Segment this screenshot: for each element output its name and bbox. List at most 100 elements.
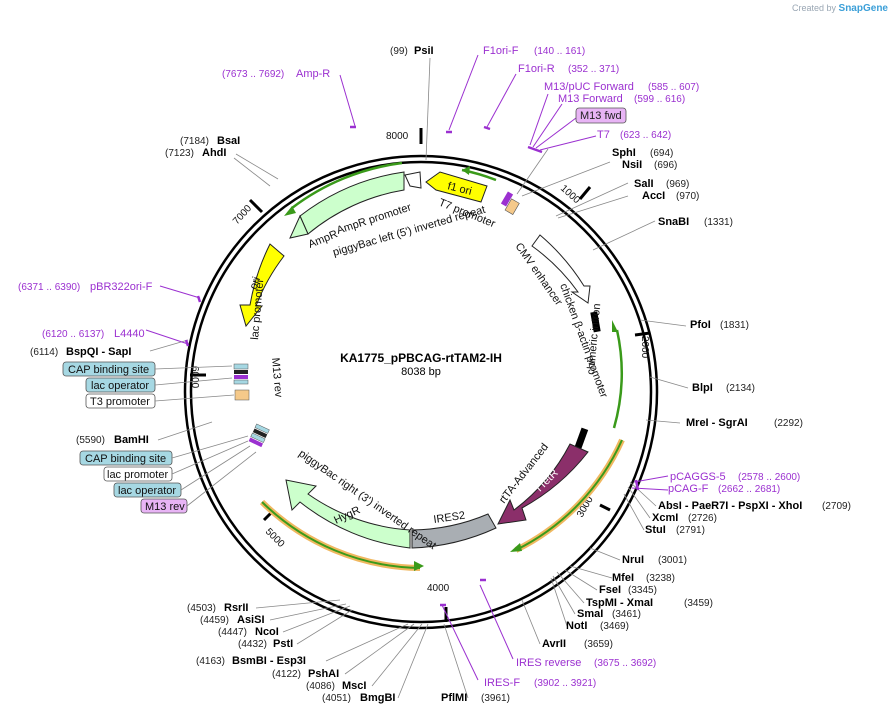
intron-arrowhead bbox=[612, 320, 618, 332]
enzyme-pos: (2726) bbox=[688, 513, 717, 524]
enzyme-name: PstI bbox=[273, 638, 293, 650]
enzyme-name: AhdI bbox=[202, 147, 226, 159]
tick-2000: 2000 bbox=[639, 336, 650, 359]
enzyme-name: StuI bbox=[645, 524, 666, 536]
enzyme-pos: (3345) bbox=[628, 585, 657, 596]
primer-name: M13 fwd bbox=[580, 110, 622, 122]
hygr-orf-line bbox=[261, 501, 421, 569]
ampr-promoter-arrow[interactable] bbox=[404, 171, 422, 189]
rtta-arrow[interactable] bbox=[497, 443, 589, 525]
enzyme-pos: (4086) bbox=[306, 681, 335, 692]
primer-name: IRES reverse bbox=[516, 657, 581, 669]
enzyme-name: BamHI bbox=[114, 434, 149, 446]
enzyme-pos: (696) bbox=[654, 160, 677, 171]
enzyme-name: BspQI - SapI bbox=[66, 346, 131, 358]
enzyme-pos: (1831) bbox=[720, 320, 749, 331]
enzyme-name: MfeI bbox=[612, 572, 634, 584]
enzyme-pos: (694) bbox=[650, 148, 673, 159]
ires2-label: IRES2 bbox=[433, 510, 466, 526]
tick-8000: 8000 bbox=[386, 131, 409, 142]
enzyme-pos: (4447) bbox=[218, 627, 247, 638]
ampr-orf-line bbox=[291, 161, 403, 209]
tick-4000: 4000 bbox=[427, 583, 450, 594]
enzyme-name: PsiI bbox=[414, 45, 434, 57]
enzyme-pos: (7123) bbox=[165, 148, 194, 159]
ori-label: ori bbox=[248, 275, 263, 291]
enzyme-labels: (99) PsiI SphI (694) NsiI (696) SalI (96… bbox=[30, 45, 851, 704]
ori-arrow[interactable] bbox=[239, 243, 285, 328]
enzyme-name: BlpI bbox=[692, 382, 713, 394]
m13-rev-label: M13 rev bbox=[269, 357, 284, 398]
primer-name: IRES-F bbox=[484, 677, 520, 689]
tick-7000: 7000 bbox=[231, 203, 254, 227]
enzyme-name: MreI - SgrAI bbox=[686, 417, 748, 429]
enzyme-name: PshAI bbox=[308, 668, 339, 680]
enzyme-pos: (2709) bbox=[822, 501, 851, 512]
primer-range: (6120 .. 6137) bbox=[42, 329, 104, 340]
primer-range: (2662 .. 2681) bbox=[718, 484, 780, 495]
enzyme-pos: (2292) bbox=[774, 418, 803, 429]
primer-range: (3675 .. 3692) bbox=[594, 658, 656, 669]
rtta-label: rtTA-Advanced bbox=[497, 441, 551, 506]
boxed-label: M13 rev bbox=[145, 501, 185, 513]
enzyme-name: MscI bbox=[342, 680, 366, 692]
boxed-label: CAP binding site bbox=[85, 453, 166, 465]
intron-end-bar bbox=[574, 427, 589, 449]
primer-name: Amp-R bbox=[296, 68, 330, 80]
primer-labels: F1ori-F (140 .. 161) F1ori-R (352 .. 371… bbox=[18, 45, 800, 689]
plasmid-length: 8038 bp bbox=[401, 366, 441, 378]
f1-ori-label: f1 ori bbox=[446, 180, 473, 198]
hygr-orf-arrowhead bbox=[414, 561, 424, 571]
left-lower-feature-stack bbox=[248, 423, 270, 448]
snapgene-watermark: Created by SnapGene bbox=[792, 3, 888, 14]
m13-fwd-site bbox=[500, 191, 514, 207]
enzyme-pos: (4432) bbox=[238, 639, 267, 650]
primer-name: pCAGGS-5 bbox=[670, 471, 726, 483]
boxed-label: lac operator bbox=[118, 485, 176, 497]
enzyme-name: AvrII bbox=[542, 638, 566, 650]
intron-line bbox=[612, 329, 623, 429]
enzyme-name: NsiI bbox=[622, 159, 642, 171]
enzyme-pos: (3461) bbox=[612, 609, 641, 620]
enzyme-pos: (3961) bbox=[481, 693, 510, 704]
plasmid-title: KA1775_pPBCAG-rtTAM2-IH bbox=[340, 351, 502, 365]
primer-range: (3902 .. 3921) bbox=[534, 678, 596, 689]
primer-name: F1ori-F bbox=[483, 45, 519, 57]
f1-ori-arrow[interactable] bbox=[425, 171, 488, 203]
enzyme-name: AbsI - PaeR7I - PspXI - XhoI bbox=[658, 500, 802, 512]
boxed-label: lac operator bbox=[91, 380, 149, 392]
primer-range: (599 .. 616) bbox=[634, 94, 685, 105]
primer-name: L4440 bbox=[114, 328, 145, 340]
primer-name: M13 Forward bbox=[558, 93, 623, 105]
enzyme-pos: (4459) bbox=[200, 615, 229, 626]
primer-name: T7 bbox=[597, 129, 610, 141]
primer-range: (352 .. 371) bbox=[568, 64, 619, 75]
boxed-feature-labels: CAP binding site lac operator T3 promote… bbox=[62, 361, 257, 514]
enzyme-name: NcoI bbox=[255, 626, 279, 638]
enzyme-pos: (3659) bbox=[584, 639, 613, 650]
m13-fwd-box bbox=[575, 107, 627, 124]
enzyme-pos: (2134) bbox=[726, 383, 755, 394]
primer-range: (6371 .. 6390) bbox=[18, 282, 80, 293]
hygr-arrow[interactable] bbox=[285, 479, 411, 549]
enzyme-pos: (99) bbox=[390, 46, 408, 57]
enzyme-name: XcmI bbox=[652, 512, 678, 524]
tick-5000: 5000 bbox=[263, 526, 287, 550]
primer-name: pCAG-F bbox=[668, 483, 709, 495]
enzyme-name: SnaBI bbox=[658, 216, 689, 228]
cba-promoter-bar bbox=[590, 311, 601, 333]
enzyme-pos: (4163) bbox=[196, 656, 225, 667]
primer-leader-lines bbox=[145, 54, 669, 681]
cmv-enhancer-arrow[interactable] bbox=[531, 234, 591, 304]
rtta-orf-line bbox=[515, 439, 623, 551]
enzyme-name: NotI bbox=[566, 620, 587, 632]
primer-name: F1ori-R bbox=[518, 63, 555, 75]
ampr-arrowhead bbox=[289, 214, 309, 239]
ires2-arrow[interactable] bbox=[411, 513, 497, 549]
backbone bbox=[183, 154, 659, 630]
enzyme-name: BmgBI bbox=[360, 692, 395, 704]
enzyme-name: SmaI bbox=[577, 608, 603, 620]
enzyme-name: PflMI bbox=[441, 692, 467, 704]
primer-name: M13/pUC Forward bbox=[544, 81, 634, 93]
